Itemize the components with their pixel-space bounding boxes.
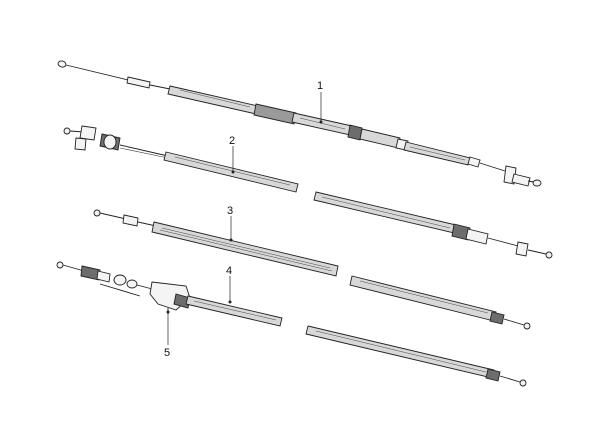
cable-2[interactable] (63, 125, 299, 193)
callout-leaders (166, 92, 323, 345)
cable-4b[interactable] (305, 325, 527, 387)
callout-5: 5 (164, 347, 170, 359)
cable-1[interactable] (57, 60, 542, 187)
cable-4[interactable] (56, 261, 283, 327)
callout-4: 4 (226, 265, 232, 277)
callout-2: 2 (229, 135, 235, 147)
cable-2b[interactable] (313, 191, 553, 259)
callout-labels: 1 2 3 4 5 (164, 80, 323, 359)
callout-3: 3 (227, 205, 233, 217)
callout-1: 1 (317, 80, 323, 92)
cable-3b[interactable] (349, 275, 531, 330)
cable-3[interactable] (93, 209, 339, 277)
